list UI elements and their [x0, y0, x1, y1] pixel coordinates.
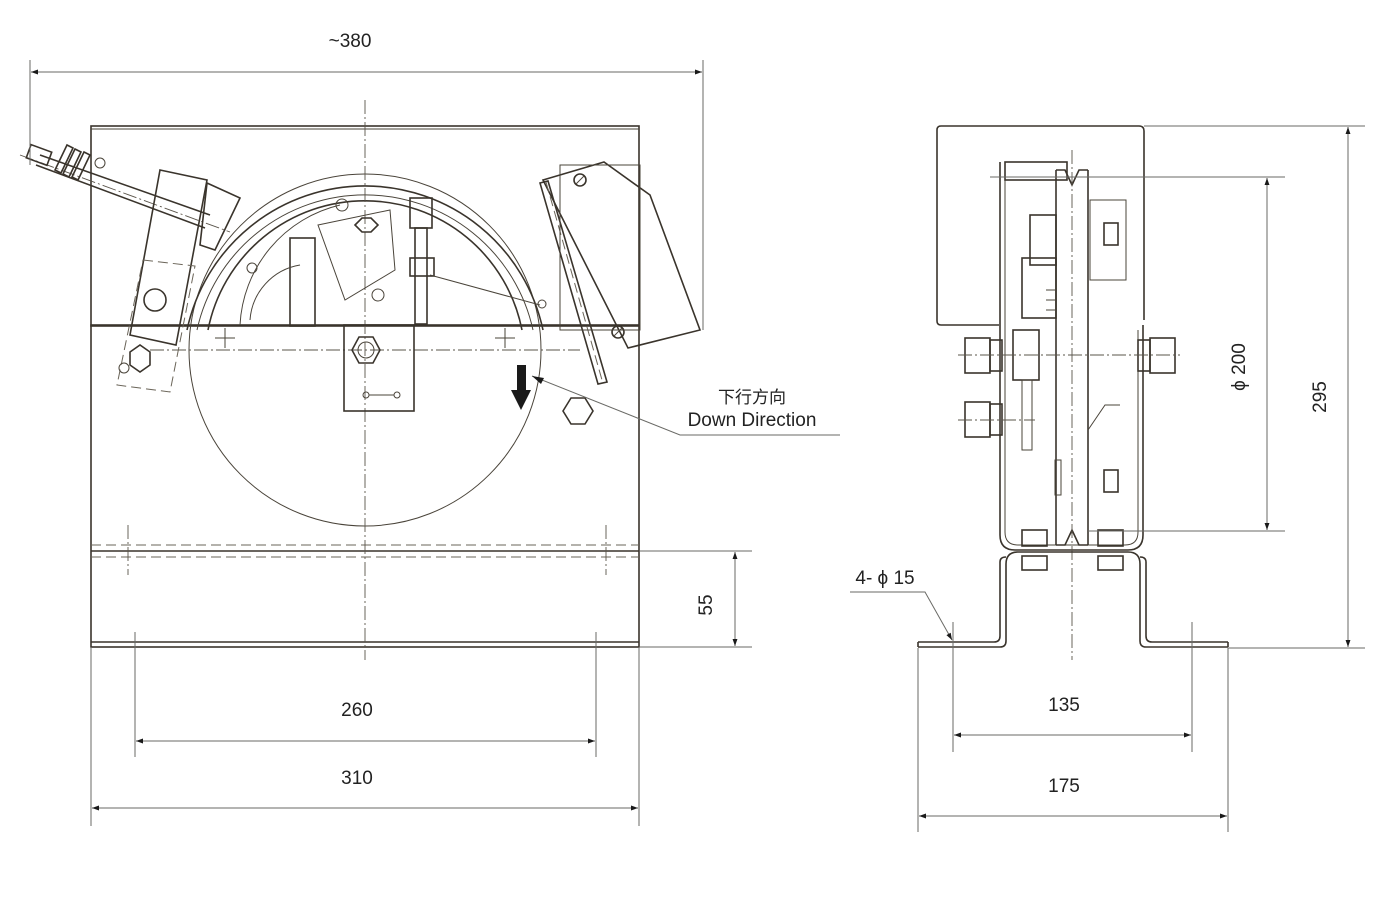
direction-leader — [531, 375, 840, 436]
side-view — [917, 125, 1229, 660]
front-view — [19, 100, 840, 660]
hub-nut — [351, 336, 381, 364]
holes-label: 4- ϕ 15 — [855, 568, 914, 589]
direction-label-en: Down Direction — [688, 410, 817, 431]
side-cover — [936, 125, 1145, 326]
front-base-width-label: 310 — [341, 768, 373, 789]
side-bolts — [958, 329, 1180, 451]
front-hole-spacing-label: 260 — [341, 700, 373, 721]
mount-nut — [562, 397, 594, 425]
hub-bracket — [343, 324, 415, 412]
front-dimensions — [29, 60, 752, 826]
side-hole-spacing-label: 135 — [1048, 695, 1080, 716]
base-height-label: 55 — [696, 594, 717, 615]
sheave-rim — [186, 185, 544, 331]
pivot-pin — [143, 288, 167, 312]
side-base-width-label: 175 — [1048, 776, 1080, 797]
side-dimensions — [850, 125, 1365, 832]
overall-width-label: ~380 — [329, 31, 372, 52]
direction-label-cn: 下行方向 — [718, 388, 786, 408]
tension-spring-rod — [19, 143, 231, 233]
down-direction-arrow-icon — [511, 365, 531, 410]
switch-cap — [409, 197, 433, 229]
holes-leader — [850, 591, 953, 641]
sheave-diameter-label: ϕ 200 — [1229, 343, 1250, 391]
side-frame — [999, 162, 1144, 551]
left-lever-arm — [129, 169, 208, 346]
latch-link — [289, 237, 316, 327]
side-base-bracket — [918, 551, 1228, 648]
overall-height-label: 295 — [1310, 381, 1331, 413]
